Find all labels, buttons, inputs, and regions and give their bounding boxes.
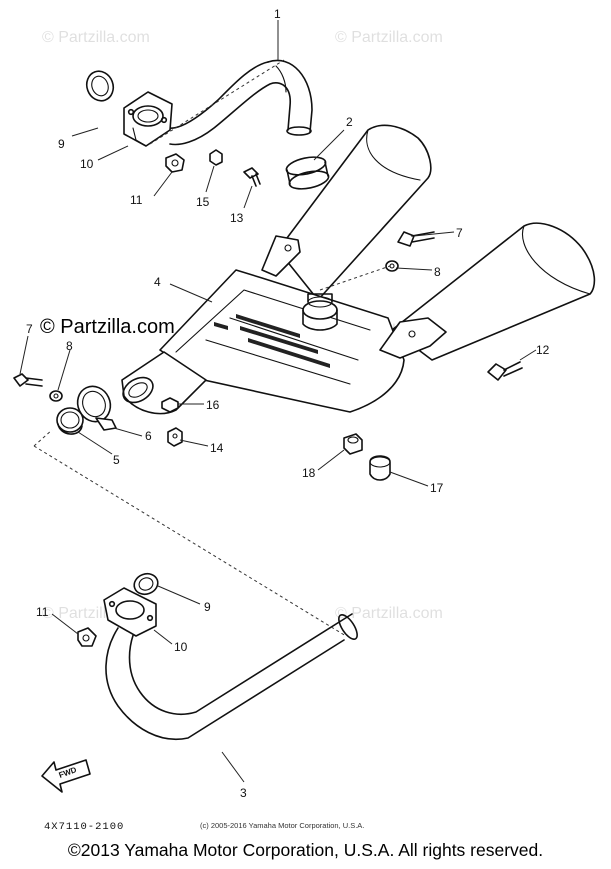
watermark-text: © Partzilla.com [335, 29, 443, 46]
callout-1: 1 [274, 7, 281, 21]
callout-11-upper: 11 [130, 193, 143, 207]
bolt-13 [243, 167, 261, 187]
exhaust-pipe-3 [105, 613, 358, 740]
callout-12: 12 [536, 343, 550, 357]
callout-numbers: 1 2 3 4 5 6 7 7 8 8 9 9 10 10 11 11 12 1… [26, 7, 550, 800]
nut-11-upper [165, 153, 185, 173]
bolt-7-left [13, 373, 43, 387]
callout-13: 13 [230, 211, 244, 225]
watermark-text: © Partzilla.com [335, 605, 443, 622]
nut-15 [209, 149, 223, 166]
callout-9-upper: 9 [58, 137, 65, 151]
part-code: 4X7110-2100 [44, 821, 124, 833]
alignment-lines [33, 59, 391, 637]
joint-ring-2 [285, 156, 330, 190]
callout-2: 2 [346, 115, 353, 129]
gasket-9-lower [133, 572, 159, 596]
exhaust-pipe-1 [167, 59, 313, 146]
callout-9-lower: 9 [204, 600, 211, 614]
bolt-12 [487, 361, 523, 381]
callout-10-lower: 10 [174, 640, 188, 654]
callout-10-upper: 10 [80, 157, 94, 171]
exhaust-flange-10-lower [103, 587, 157, 637]
bolt-14 [167, 427, 183, 447]
callout-5: 5 [113, 453, 120, 467]
leader-lines [19, 20, 537, 783]
callout-3: 3 [240, 786, 247, 800]
callout-8-upper: 8 [434, 265, 441, 279]
footer-copyright: ©2013 Yamaha Motor Corporation, U.S.A. A… [67, 840, 544, 860]
callout-6: 6 [145, 429, 152, 443]
clamp-6 [76, 385, 117, 431]
washer-8-left [49, 390, 63, 402]
callout-14: 14 [210, 441, 224, 455]
nut-11-lower [77, 627, 97, 647]
muffler-assembly-4 [121, 124, 596, 415]
washer-8-upper [385, 260, 399, 272]
collar-17 [369, 455, 391, 481]
callout-11-lower: 11 [36, 605, 49, 619]
joint-ring-5 [56, 407, 84, 435]
forward-arrow-icon: FWD [41, 759, 91, 793]
diagram-copyright: (c) 2005-2016 Yamaha Motor Corporation, … [200, 821, 364, 830]
callout-4: 4 [154, 275, 161, 289]
callout-18: 18 [302, 466, 316, 480]
callout-8-left: 8 [66, 339, 73, 353]
nut-16 [161, 397, 179, 413]
gasket-9-upper [85, 70, 115, 102]
callout-16: 16 [206, 398, 220, 412]
callout-7-left: 7 [26, 322, 33, 336]
watermark-text: © Partzilla.com [42, 29, 150, 46]
callout-15: 15 [196, 195, 210, 209]
partzilla-watermark: © Partzilla.com [40, 316, 175, 338]
callout-7-upper: 7 [456, 226, 463, 240]
damper-18 [343, 433, 363, 455]
callout-17: 17 [430, 481, 444, 495]
exhaust-flange-10-upper [123, 91, 173, 147]
